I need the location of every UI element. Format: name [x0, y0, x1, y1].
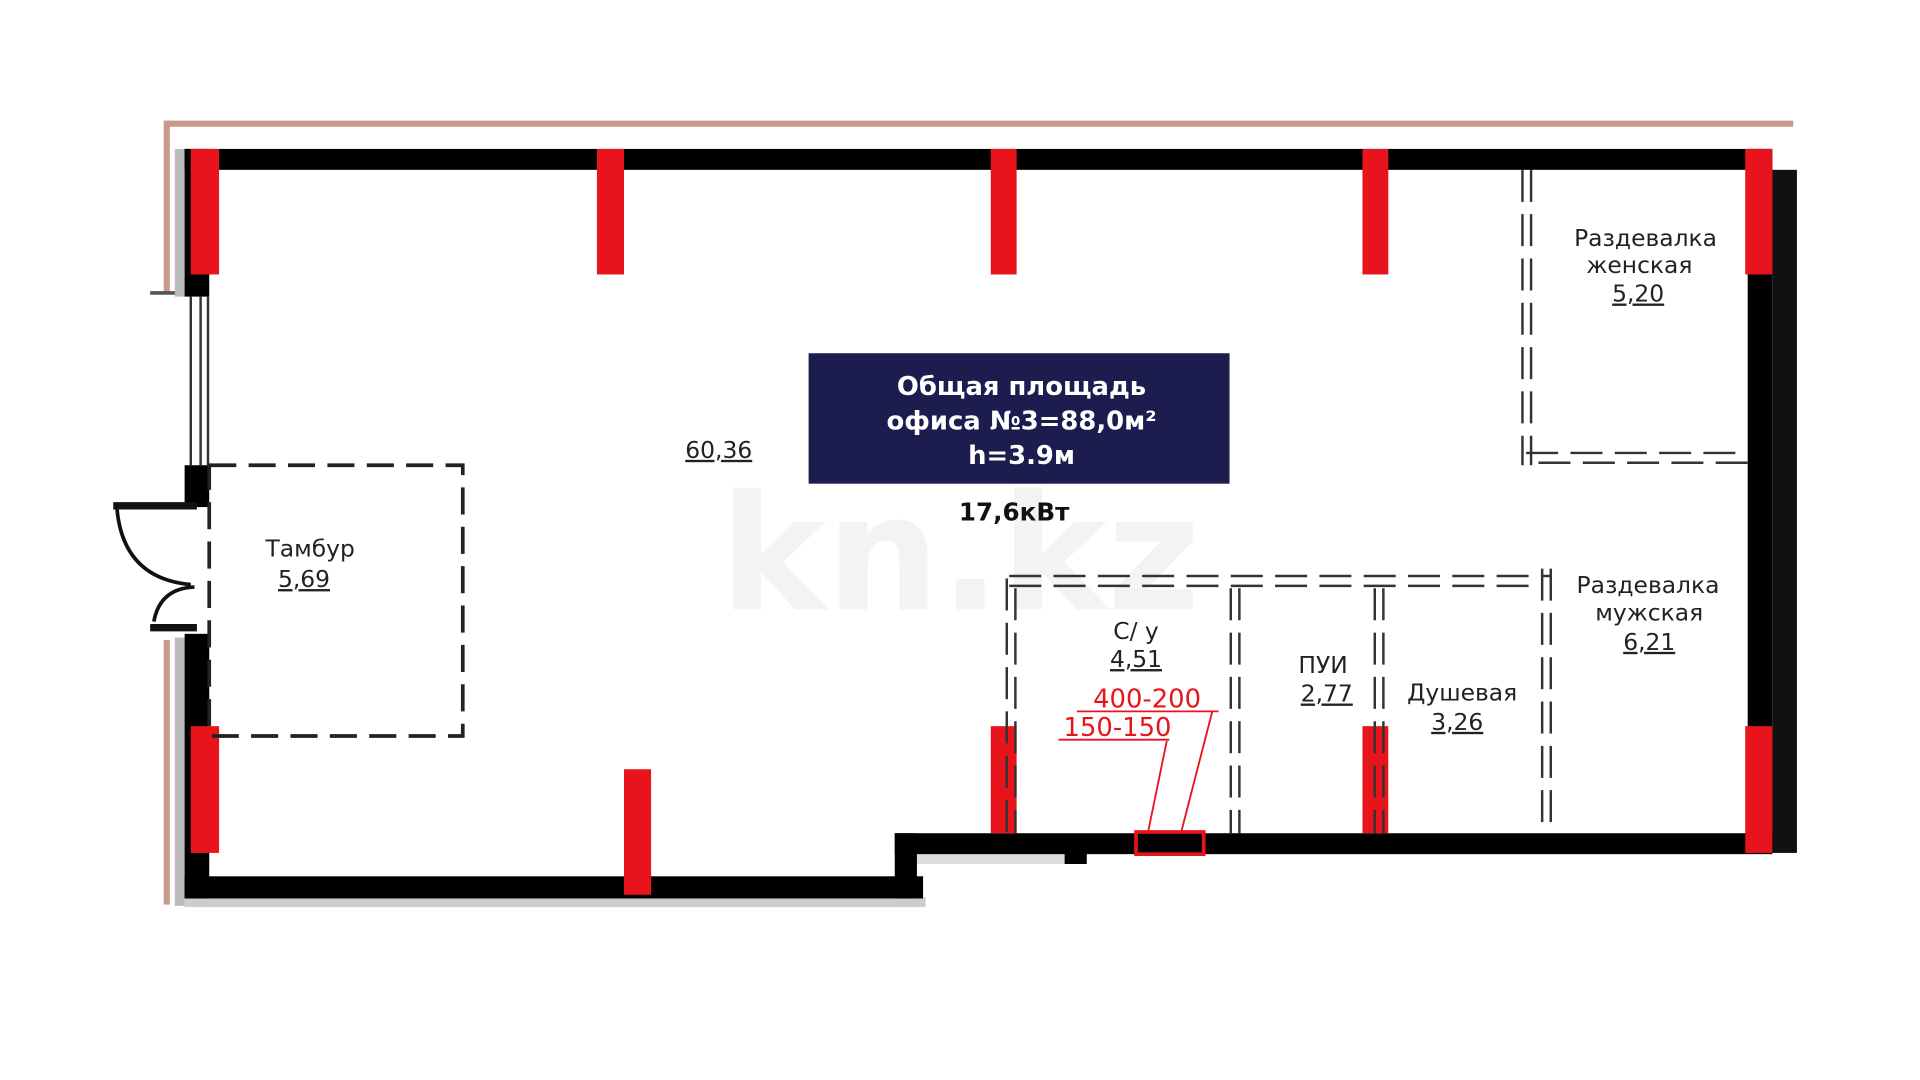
column: [1745, 726, 1773, 853]
room-men-name: Раздевалка: [1577, 571, 1720, 599]
summary-line-3: h=3.9м: [968, 441, 1075, 471]
room-women-name: Раздевалка: [1574, 224, 1717, 252]
room-tambour-area: 5,69: [278, 565, 330, 593]
room-main-area: 60,36: [685, 436, 752, 464]
room-women-name2: женская: [1586, 251, 1692, 279]
column: [596, 148, 624, 275]
room-women-area: 5,20: [1612, 280, 1664, 308]
summary-line-1: Общая площадь: [897, 372, 1146, 402]
watermark: kn.kz: [720, 460, 1201, 647]
room-pui-name: ПУИ: [1298, 651, 1347, 679]
column: [624, 769, 652, 895]
column: [190, 726, 220, 853]
room-men-area: 6,21: [1623, 628, 1675, 656]
room-wc-name: С/ у: [1113, 617, 1159, 645]
vent-size-1: 400-200: [1093, 685, 1201, 715]
walls: [184, 148, 1773, 899]
room-pui-area: 2,77: [1301, 680, 1353, 708]
column: [990, 148, 1017, 275]
column: [190, 148, 220, 275]
window: [189, 296, 210, 466]
vent-size-2: 150-150: [1064, 713, 1172, 743]
column: [1362, 148, 1389, 275]
partitions: [1005, 169, 1748, 834]
room-shower-area: 3,26: [1431, 708, 1483, 736]
room-men-name2: мужская: [1595, 598, 1703, 626]
summary-line-2: офиса №3=88,0м²: [887, 407, 1157, 437]
area-summary-banner: Общая площадь офиса №3=88,0м² h=3.9м: [808, 353, 1230, 484]
tambour-partition: [207, 463, 465, 738]
power-label: 17,6кВт: [959, 498, 1070, 527]
room-wc-area: 4,51: [1110, 645, 1162, 673]
room-shower-name: Душевая: [1407, 678, 1517, 706]
column: [990, 726, 1017, 834]
vent-shaft: 400-200 150-150: [1058, 685, 1219, 856]
entrance-door: [113, 502, 197, 632]
columns: [190, 148, 1773, 895]
insulation: [174, 148, 185, 297]
room-tambour-name: Тамбур: [264, 534, 354, 562]
column: [1745, 148, 1773, 275]
